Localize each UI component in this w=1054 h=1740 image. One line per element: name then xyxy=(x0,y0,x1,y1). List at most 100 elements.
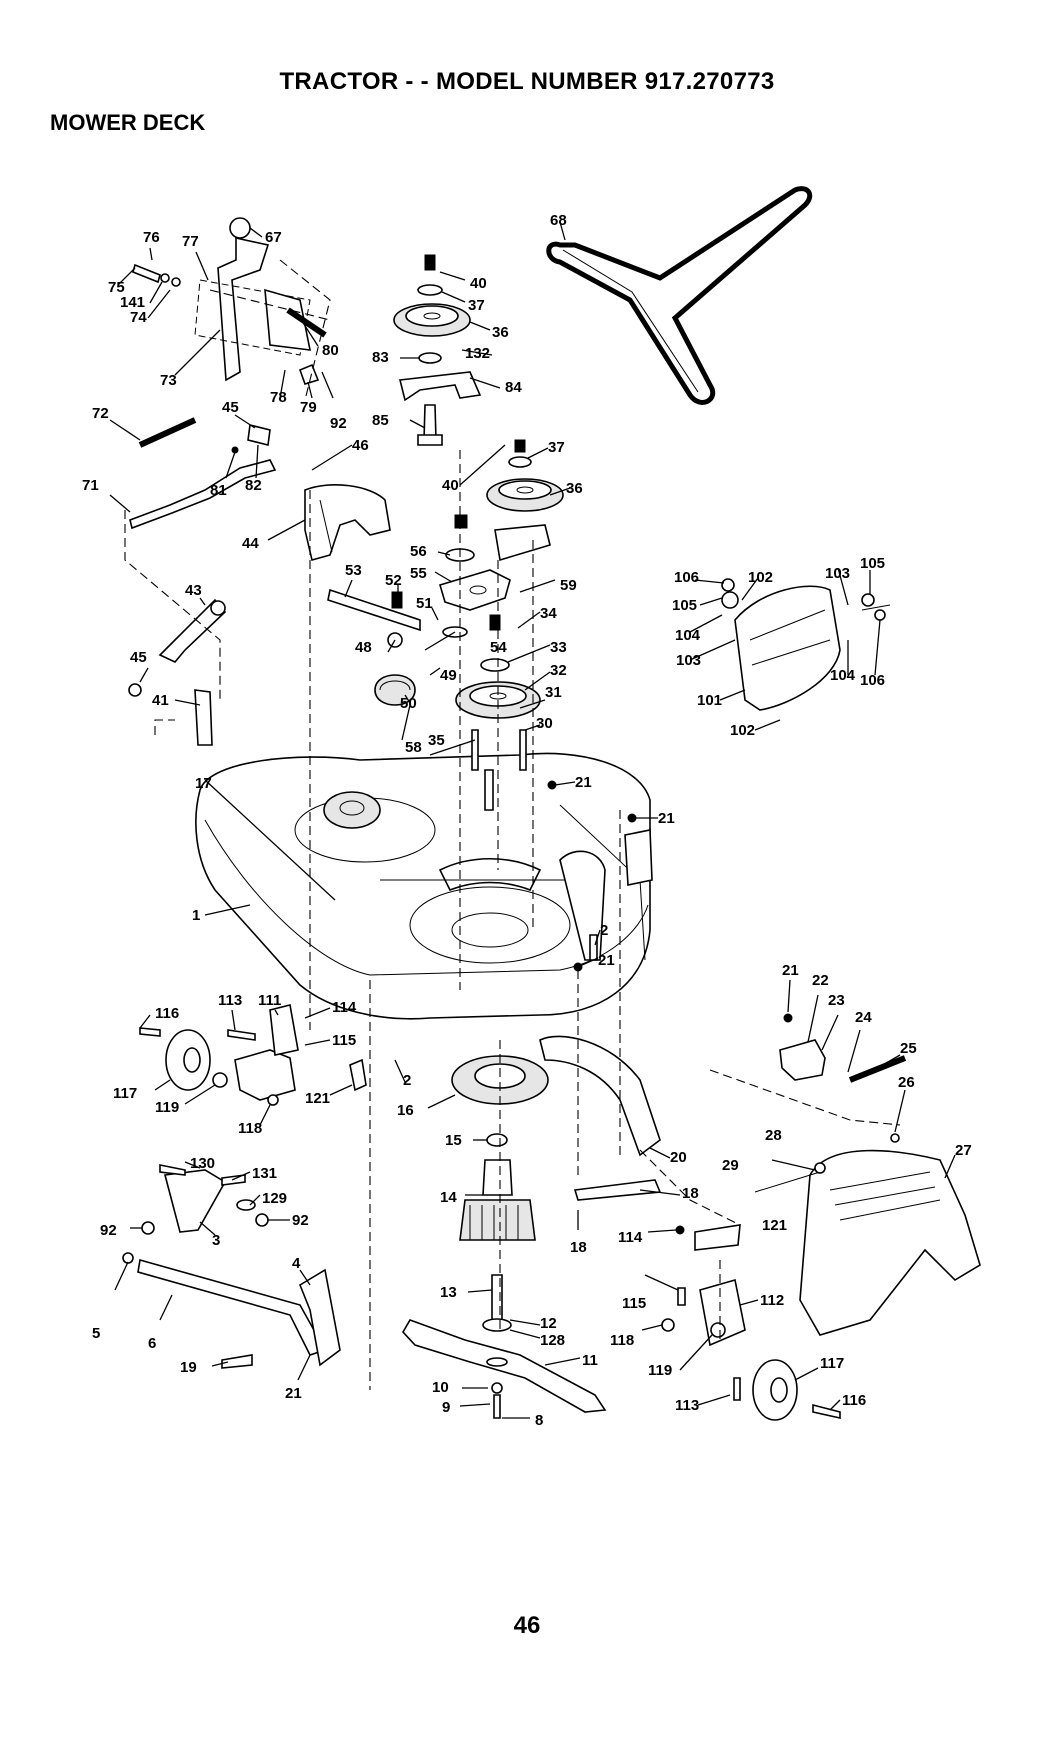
callout-label: 45 xyxy=(130,649,147,666)
discharge-chute-deflector xyxy=(721,578,891,711)
callout-label: 104 xyxy=(830,667,856,684)
callout-label: 50 xyxy=(400,695,417,712)
callout-label: 51 xyxy=(416,595,433,612)
callout-label: 58 xyxy=(405,739,422,756)
idler-pulley-stack-middle xyxy=(454,439,564,562)
callout-label: 54 xyxy=(490,639,507,656)
callout-label: 41 xyxy=(152,692,169,709)
callout-label: 52 xyxy=(385,572,402,589)
callout-label: 128 xyxy=(540,1332,565,1349)
idler-pulley-stack-upper xyxy=(393,254,482,446)
callout-label: 18 xyxy=(570,1239,587,1256)
callout-label: 119 xyxy=(648,1362,672,1379)
callout-label: 130 xyxy=(190,1155,215,1172)
callout-label: 82 xyxy=(245,477,262,494)
callout-label: 118 xyxy=(610,1332,634,1349)
callout-label: 106 xyxy=(860,672,885,689)
callout-label: 10 xyxy=(432,1379,449,1396)
callout-label: 49 xyxy=(440,667,457,684)
callout-label: 114 xyxy=(332,999,357,1016)
callout-label: 21 xyxy=(575,774,592,791)
callout-label: 131 xyxy=(252,1165,277,1182)
callout-label: 14 xyxy=(440,1189,457,1206)
callout-label: 113 xyxy=(675,1397,699,1414)
page-title: TRACTOR - - MODEL NUMBER 917.270773 xyxy=(279,68,775,95)
callout-label: 36 xyxy=(566,480,583,497)
callout-label: 116 xyxy=(155,1005,179,1022)
callout-label: 55 xyxy=(410,565,427,582)
callout-label: 74 xyxy=(130,309,147,326)
callout-label: 44 xyxy=(242,535,259,552)
callout-label: 33 xyxy=(550,639,567,656)
callout-label: 112 xyxy=(760,1292,784,1309)
callout-label: 37 xyxy=(548,439,565,456)
callout-label: 31 xyxy=(545,684,562,701)
callout-label: 29 xyxy=(722,1157,739,1174)
callout-label: 104 xyxy=(675,627,701,644)
callout-label: 103 xyxy=(676,652,701,669)
callout-label: 116 xyxy=(842,1392,866,1409)
callout-label: 84 xyxy=(505,379,522,396)
callout-label: 71 xyxy=(82,477,99,494)
callout-label: 83 xyxy=(372,349,389,366)
callout-label: 73 xyxy=(160,372,177,389)
callout-label: 24 xyxy=(855,1009,872,1026)
callout-label: 5 xyxy=(92,1325,100,1342)
callout-label: 121 xyxy=(762,1217,787,1234)
section-title: MOWER DECK xyxy=(50,110,206,135)
callout-label: 111 xyxy=(258,992,281,1009)
callout-label: 21 xyxy=(285,1385,302,1402)
callout-label: 59 xyxy=(560,577,577,594)
callout-label: 40 xyxy=(442,477,459,494)
belt-guard xyxy=(304,484,391,561)
callout-label: 115 xyxy=(332,1032,356,1049)
callout-label: 34 xyxy=(540,605,557,622)
callout-label: 26 xyxy=(898,1074,915,1091)
callout-label: 23 xyxy=(828,992,845,1009)
callout-label: 121 xyxy=(305,1090,330,1107)
callout-label: 19 xyxy=(180,1359,197,1376)
callout-label: 119 xyxy=(155,1099,179,1116)
callout-label: 77 xyxy=(182,233,199,250)
deck-front-brackets xyxy=(547,780,653,972)
callout-label: 40 xyxy=(470,275,487,292)
callout-label: 45 xyxy=(222,399,239,416)
callout-label: 16 xyxy=(397,1102,414,1119)
callout-label: 21 xyxy=(658,810,675,827)
callout-label: 92 xyxy=(100,1222,117,1239)
callout-label: 105 xyxy=(672,597,697,614)
callout-label: 22 xyxy=(812,972,829,989)
callout-label: 101 xyxy=(697,692,722,709)
callout-label: 13 xyxy=(440,1284,457,1301)
callout-label: 114 xyxy=(618,1229,643,1246)
callout-label: 102 xyxy=(748,569,773,586)
callout-label: 48 xyxy=(355,639,372,656)
callout-label: 37 xyxy=(468,297,485,314)
callout-label: 32 xyxy=(550,662,567,679)
callout-label: 85 xyxy=(372,412,389,429)
callout-label: 106 xyxy=(674,569,699,586)
callout-label: 12 xyxy=(540,1315,557,1332)
callout-label: 76 xyxy=(143,229,160,246)
left-gauge-wheel-assembly xyxy=(139,1004,367,1106)
leader-lines xyxy=(109,221,956,1419)
callout-label: 36 xyxy=(492,324,509,341)
callout-label: 132 xyxy=(465,345,490,362)
springs-and-links xyxy=(128,417,277,746)
callout-label: 81 xyxy=(210,482,227,499)
alignment-dash-lines xyxy=(124,259,901,1390)
callout-label: 17 xyxy=(195,775,212,792)
callout-label: 117 xyxy=(113,1085,137,1102)
callout-label: 68 xyxy=(550,212,567,229)
page-number: 46 xyxy=(513,1612,541,1639)
callout-labels: 76 77 67 75 141 74 80 73 78 79 92 72 45 … xyxy=(82,212,972,1429)
callout-label: 2 xyxy=(600,922,608,939)
callout-label: 15 xyxy=(445,1132,462,1149)
deck-rear-baffle xyxy=(539,1035,662,1201)
right-gauge-wheel-assembly xyxy=(661,1224,841,1421)
mower-deck-shell xyxy=(195,752,651,1020)
callout-label: 102 xyxy=(730,722,755,739)
callout-label: 141 xyxy=(120,294,145,311)
callout-label: 79 xyxy=(300,399,317,416)
